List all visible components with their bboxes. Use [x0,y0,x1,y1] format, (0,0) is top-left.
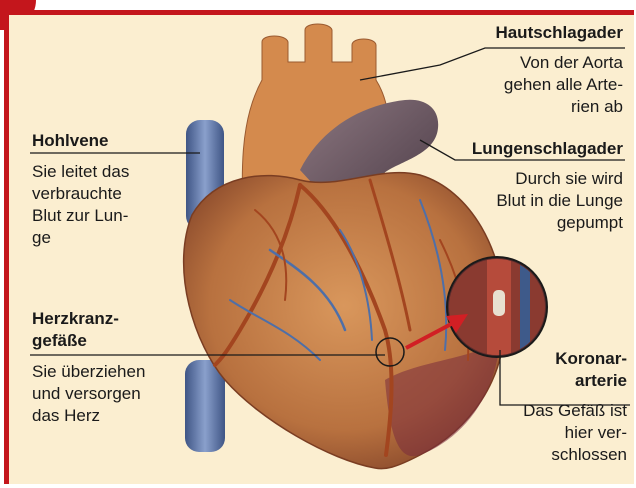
label-hautschlagader: Hautschlagader Von der Aorta gehen alle … [400,22,623,118]
lungenschlagader-text: Durch sie wird Blut in die Lunge gepumpt [400,168,623,234]
label-herzkranzgefaesse: Herzkranz- gefäße Sie überziehen und ver… [32,308,192,427]
koronar-text: Das Gefäß ist hier ver- schlossen [470,400,627,466]
lungenschlagader-title: Lungenschlagader [400,138,623,160]
label-lungenschlagader: Lungenschlagader Durch sie wird Blut in … [400,138,623,234]
hohlvene-text: Sie leitet das verbrauchte Blut zur Lun-… [32,161,192,249]
hautschlagader-text: Von der Aorta gehen alle Arte- rien ab [400,52,623,118]
magnifier-inset [447,257,547,357]
label-koronararterie: Koronar- arterie Das Gefäß ist hier ver-… [470,348,627,466]
herzkranz-text: Sie überziehen und versorgen das Herz [32,361,192,427]
hohlvene-title: Hohlvene [32,130,192,152]
hautschlagader-title: Hautschlagader [400,22,623,44]
label-hohlvene: Hohlvene Sie leitet das verbrauchte Blut… [32,130,192,249]
koronar-title: Koronar- arterie [470,348,627,392]
herzkranz-title: Herzkranz- gefäße [32,308,192,352]
